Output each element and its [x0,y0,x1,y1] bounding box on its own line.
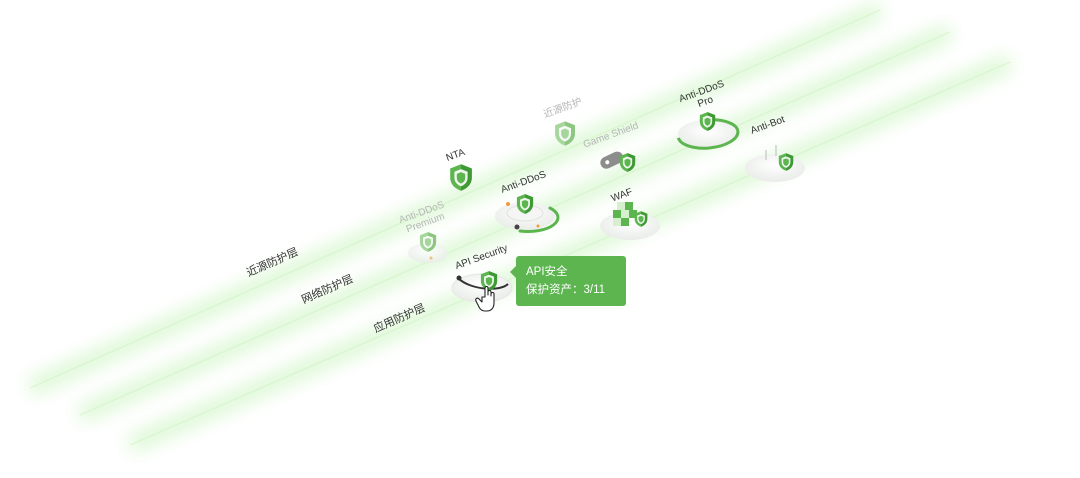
source-layer-line [29,9,881,389]
anti-ddos-premium-node[interactable] [408,232,448,263]
api-security-tooltip: API安全 保护资产：3/11 [510,256,626,306]
hand-pointer-icon [475,285,495,312]
checker-block-icon [613,202,637,226]
anti-bot-node[interactable] [745,145,805,182]
toggle-icon [600,151,624,169]
anti-ddos-node[interactable] [495,194,560,233]
tooltip-detail: 保护资产：3/11 [526,284,606,296]
api-security-node[interactable] [451,271,513,312]
game-shield-node[interactable] [598,150,636,172]
anti-ddos-pro-node[interactable] [676,112,740,150]
tooltip-pointer [510,266,516,278]
waf-node[interactable] [600,202,660,240]
application-layer-line [129,61,1011,446]
tooltip-title: API安全 [526,266,568,278]
